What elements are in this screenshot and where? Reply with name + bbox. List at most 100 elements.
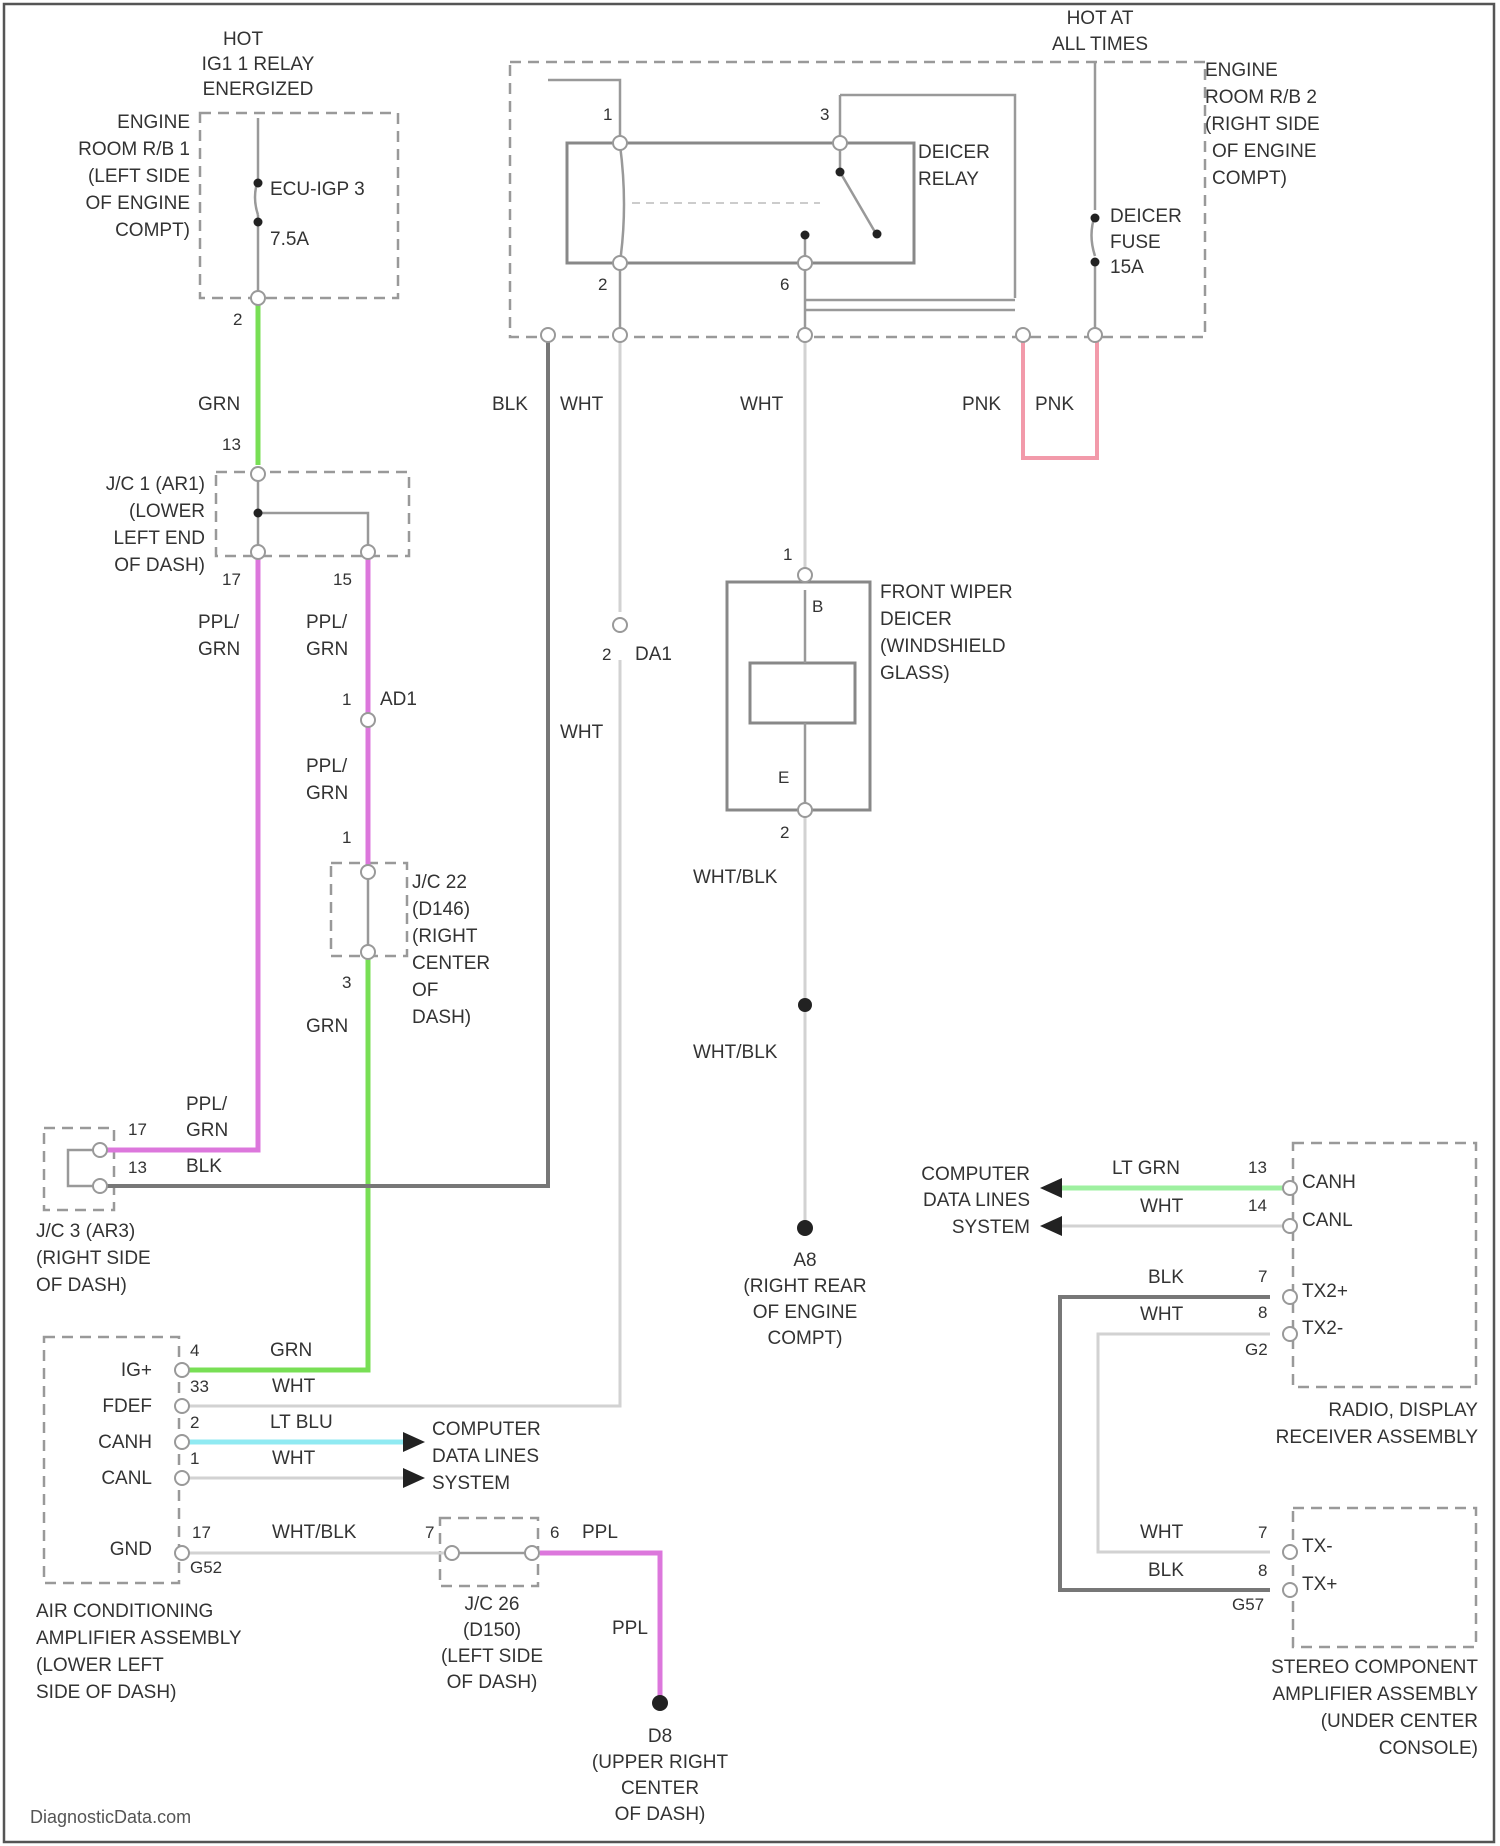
component-label: CONSOLE) <box>1379 1738 1478 1759</box>
component-label: ENGINE <box>1205 60 1278 81</box>
component-label: ROOM R/B 1 <box>78 139 190 160</box>
connector <box>445 1546 459 1560</box>
component-label: DASH) <box>412 1007 471 1028</box>
wire-color-label: WHT/BLK <box>693 1042 778 1063</box>
diagram-frame <box>4 4 1494 1842</box>
component-label: RECEIVER ASSEMBLY <box>1276 1427 1479 1448</box>
pin-number: 17 <box>128 1120 147 1139</box>
hot-label: ENERGIZED <box>203 79 314 100</box>
wire-color-label: WHT <box>740 394 784 415</box>
connector <box>613 136 627 150</box>
connector <box>1016 328 1030 342</box>
pin-number: 33 <box>190 1377 209 1396</box>
ground-label: A8 <box>793 1250 816 1271</box>
component-label: ROOM R/B 2 <box>1205 87 1317 108</box>
pin-number: 6 <box>780 275 789 294</box>
wire-color-label: GRN <box>198 394 240 415</box>
wire-color-label: WHT <box>1140 1522 1184 1543</box>
connector <box>361 545 375 559</box>
wire-color-label: LT GRN <box>1112 1158 1180 1179</box>
wire-color-label: WHT/BLK <box>272 1522 357 1543</box>
terminal-name: TX+ <box>1302 1574 1337 1595</box>
terminal-name: CANH <box>1302 1172 1356 1193</box>
component-label: (RIGHT SIDE <box>36 1248 151 1269</box>
component-label: GLASS) <box>880 663 950 684</box>
wire-color-label: BLK <box>492 394 528 415</box>
connector <box>251 467 265 481</box>
junction-dot <box>801 231 810 240</box>
pin-number: E <box>778 768 789 787</box>
junction-dot <box>1091 258 1100 267</box>
pin-number: 8 <box>1258 1561 1267 1580</box>
component-label: COMPT) <box>115 220 190 241</box>
connector <box>613 618 627 632</box>
wiper-deicer-box <box>727 582 870 810</box>
component-label: AMPLIFIER ASSEMBLY <box>1272 1684 1478 1705</box>
junction-dot <box>1091 214 1100 223</box>
ground-label: D8 <box>648 1726 672 1747</box>
pin-number: 8 <box>1258 1303 1267 1322</box>
component-label: (LEFT SIDE <box>88 166 190 187</box>
pin-number: 17 <box>192 1523 211 1542</box>
component-label: ENGINE <box>117 112 190 133</box>
wire-color-label: PPL <box>582 1522 618 1543</box>
hot-label: HOT AT <box>1067 8 1134 29</box>
jc1-internal-wire <box>258 478 368 548</box>
relay-internal-right <box>840 95 1015 298</box>
pin-number: 17 <box>222 570 241 589</box>
relay-internal-contact <box>805 235 1015 335</box>
connector <box>1088 328 1102 342</box>
connector <box>361 865 375 879</box>
wire-color-label: PNK <box>1035 394 1074 415</box>
wire-color-label: BLK <box>1148 1267 1184 1288</box>
arrow-icon <box>1040 1216 1062 1236</box>
wire-color-label: PPL/ <box>306 612 348 633</box>
wire-color-label: WHT <box>1140 1196 1184 1217</box>
connector <box>833 136 847 150</box>
ground-label: COMPT) <box>768 1328 843 1349</box>
fuse-label: 7.5A <box>270 229 309 250</box>
pin-number: 14 <box>1248 1196 1267 1215</box>
connector <box>1283 1290 1297 1304</box>
component-label: (LOWER <box>129 501 205 522</box>
component-label: J/C 26 <box>465 1594 520 1615</box>
pin-number: 3 <box>342 973 351 992</box>
ground-label: (RIGHT REAR <box>743 1276 866 1297</box>
connector <box>798 328 812 342</box>
terminal-name: CANL <box>101 1468 152 1489</box>
connector-id: AD1 <box>380 689 417 710</box>
component-label: (WINDSHIELD <box>880 636 1006 657</box>
component-label: DEICER <box>880 609 952 630</box>
pin-number: B <box>812 597 823 616</box>
component-label: RADIO, DISPLAY <box>1328 1400 1478 1421</box>
wire-color-label: WHT <box>560 394 604 415</box>
wire-radio-stereo-blk <box>1060 1297 1270 1590</box>
ground-label: (UPPER RIGHT <box>592 1752 729 1773</box>
terminal-name: IG+ <box>121 1360 152 1381</box>
ground-label: OF DASH) <box>615 1804 706 1825</box>
ground-d8-dot <box>652 1695 668 1711</box>
pin-number: G52 <box>190 1558 222 1577</box>
wire-color-label: PPL/ <box>198 612 240 633</box>
component-label: (UNDER CENTER <box>1321 1711 1478 1732</box>
wire-color-label: GRN <box>306 639 348 660</box>
wire-color-label: WHT/BLK <box>693 867 778 888</box>
engine-room-rb2-box <box>510 62 1205 337</box>
pin-number: 4 <box>190 1341 199 1360</box>
fuse-label: DEICER <box>1110 206 1182 227</box>
arrow-icon <box>1040 1178 1062 1198</box>
system-label: DATA LINES <box>432 1446 539 1467</box>
hot-label: ALL TIMES <box>1052 34 1148 55</box>
pin-number: G2 <box>1245 1340 1268 1359</box>
system-label: COMPUTER <box>921 1164 1030 1185</box>
wiper-heater-element <box>750 663 855 723</box>
connector <box>175 1363 189 1377</box>
relay-label: RELAY <box>918 169 979 190</box>
component-label: OF ENGINE <box>85 193 190 214</box>
system-label: COMPUTER <box>432 1419 541 1440</box>
terminal-name: TX- <box>1302 1536 1333 1557</box>
system-label: SYSTEM <box>432 1473 510 1494</box>
pin-number: 7 <box>425 1523 434 1542</box>
component-label: AMPLIFIER ASSEMBLY <box>36 1628 242 1649</box>
hot-label: IG1 1 RELAY <box>202 54 315 75</box>
